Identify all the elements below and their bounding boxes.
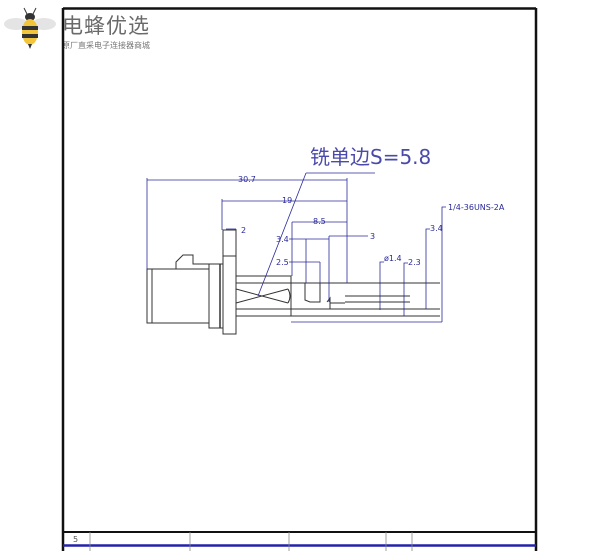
bee-icon (4, 7, 56, 49)
brand-name: 电蜂优选 (62, 14, 150, 38)
milling-annotation: 铣单边S=5.8 (310, 145, 431, 169)
dim-2-3: 2.3 (408, 258, 421, 267)
dim-8-5: 8.5 (313, 217, 326, 226)
dimension-lines (146, 172, 446, 323)
brand-tagline: 原厂直采电子连接器商城 (62, 41, 150, 50)
drawing-frame (61, 7, 538, 551)
title-block: 5 (63, 531, 536, 551)
thread-spec: 1/4-36UNS-2A (448, 203, 505, 212)
dim-body-length: 19 (282, 196, 292, 205)
dim-overall-length: 30.7 (238, 175, 256, 184)
dim-flange-thickness: 2 (241, 226, 246, 235)
dim-pin-diameter: ø1.4 (384, 254, 402, 263)
watermark-logo: 电蜂优选 原厂直采电子连接器商城 (4, 4, 154, 50)
connector-outline (146, 229, 440, 335)
dim-3-4-right: 3.4 (430, 224, 443, 233)
dim-3-4-left: 3.4 (276, 235, 289, 244)
title-block-row-label: 5 (73, 535, 78, 544)
dim-2-5: 2.5 (276, 258, 289, 267)
dim-3: 3 (370, 232, 375, 241)
